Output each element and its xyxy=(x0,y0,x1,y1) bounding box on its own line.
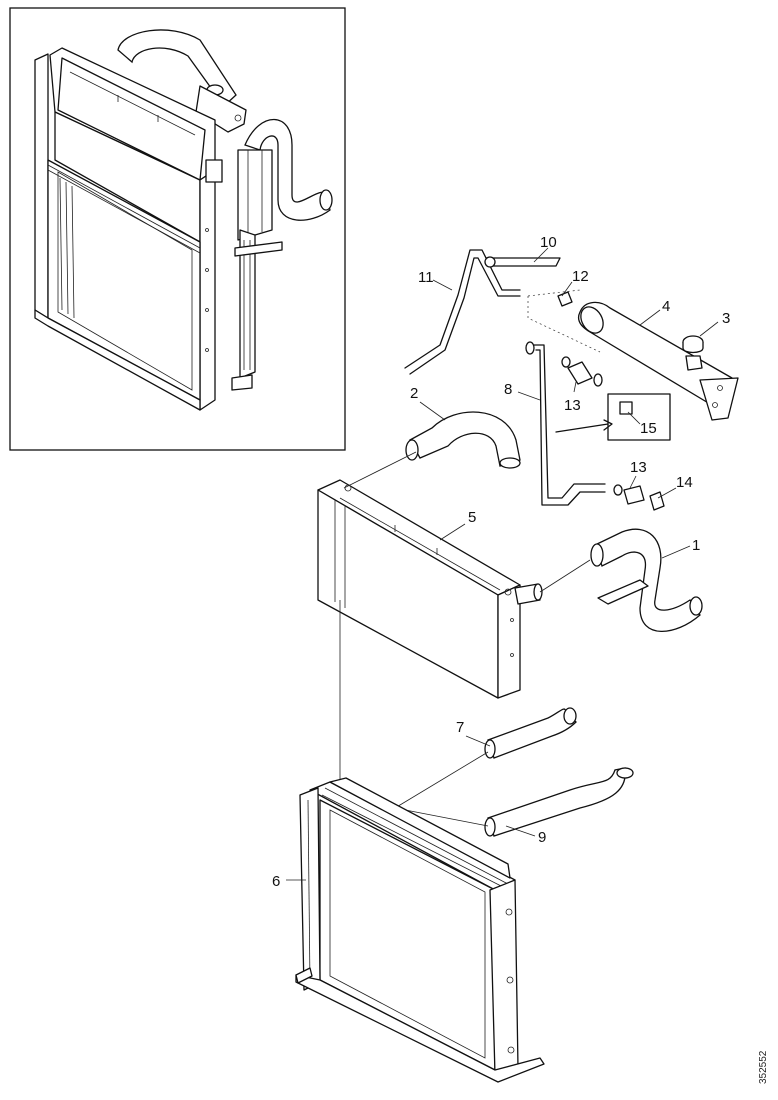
callout-8: 8 xyxy=(504,381,512,398)
hose-clamp-upper xyxy=(557,291,573,307)
connector-hose-upper xyxy=(561,356,603,387)
clip-detail xyxy=(555,393,671,441)
tank-bracket xyxy=(484,256,561,268)
callout-6: 6 xyxy=(272,873,280,890)
callout-15: 15 xyxy=(640,420,657,437)
callout-2: 2 xyxy=(410,385,418,402)
callout-13-upper: 13 xyxy=(564,397,581,414)
expansion-tank xyxy=(577,301,739,421)
callout-5: 5 xyxy=(468,509,476,526)
callout-7: 7 xyxy=(456,719,464,736)
hose-clamp-lower xyxy=(649,491,665,511)
callout-14: 14 xyxy=(676,474,693,491)
lower-hose-long xyxy=(484,767,634,837)
filler-cap xyxy=(682,335,704,354)
callout-13-lower: 13 xyxy=(630,459,647,476)
callout-10: 10 xyxy=(540,234,557,251)
callout-12: 12 xyxy=(572,268,589,285)
callout-4: 4 xyxy=(662,298,670,315)
assembled-view-inset xyxy=(9,7,346,451)
upper-hose xyxy=(405,411,521,469)
lower-hose-short xyxy=(484,707,577,759)
charge-air-cooler xyxy=(317,479,543,699)
callout-11: 11 xyxy=(418,269,434,286)
callout-3: 3 xyxy=(722,310,730,327)
callout-labels: 1 2 3 4 5 6 7 8 9 10 11 12 13 13 14 15 xyxy=(272,234,730,890)
radiator xyxy=(295,777,545,1083)
callout-9: 9 xyxy=(538,829,546,846)
connector-hose-lower xyxy=(613,484,645,505)
drawing-number: 352552 xyxy=(758,1050,769,1084)
coolant-pipe xyxy=(525,341,606,506)
vent-pipe xyxy=(404,249,521,375)
callout-leaders xyxy=(286,247,719,881)
assembled-radiator-package-illustration xyxy=(34,29,333,411)
callout-1: 1 xyxy=(692,537,700,554)
charge-air-hose xyxy=(590,528,703,632)
